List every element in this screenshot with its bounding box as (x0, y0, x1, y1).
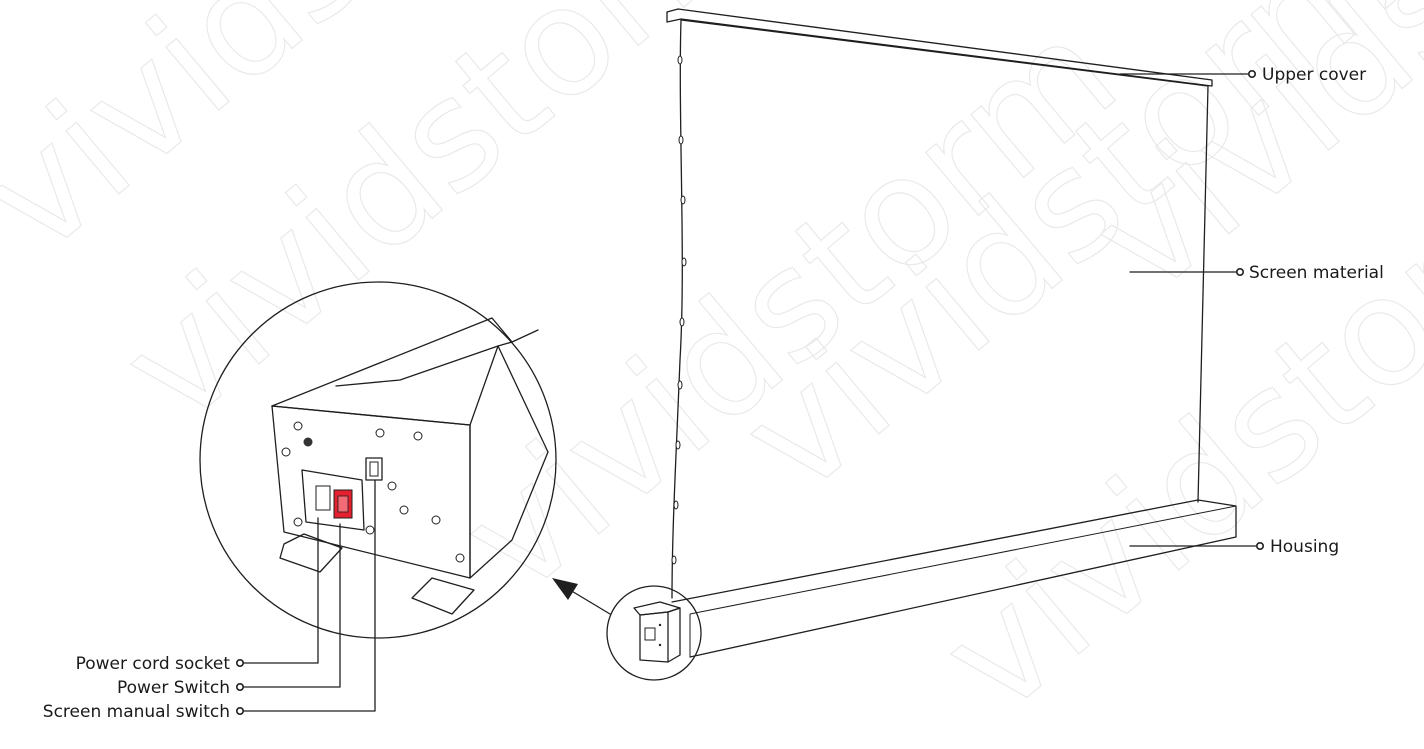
screen-left-tension-cord (671, 19, 683, 599)
upper-cover-bar (666, 8, 1213, 87)
manual-switch (365, 457, 383, 481)
label-screen-material: Screen material (1249, 263, 1384, 283)
label-power-switch: Power Switch (117, 678, 230, 698)
housing-end-detail-small (606, 585, 702, 681)
magnify-arrow (552, 578, 611, 615)
screws (281, 421, 465, 563)
foot-left (279, 533, 343, 573)
label-upper-cover: Upper cover (1262, 65, 1366, 85)
end-plate (271, 405, 471, 579)
label-housing: Housing (1270, 537, 1339, 557)
label-screen-manual-switch: Screen manual switch (43, 702, 230, 722)
indicator-dot (303, 437, 313, 447)
left-leaders (236, 479, 376, 715)
cord-beads (671, 55, 687, 565)
foot-right (411, 577, 475, 615)
right-leaders (1119, 70, 1265, 550)
screen-material-surface (680, 19, 1209, 503)
magnified-view (199, 281, 557, 639)
label-power-cord-socket: Power cord socket (76, 654, 231, 674)
projector-screen (666, 8, 1237, 658)
power-socket-module (301, 469, 365, 531)
